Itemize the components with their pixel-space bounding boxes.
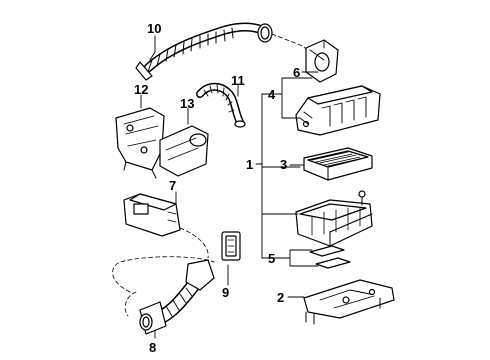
callout-5: 5: [268, 251, 276, 266]
callout-13: 13: [180, 96, 195, 111]
callout-3: 3: [280, 157, 288, 172]
air-filter-part: [303, 147, 373, 181]
air-cleaner-housing-part: [295, 190, 373, 247]
callout-8: 8: [149, 340, 157, 355]
insulator-pads-part: [309, 245, 351, 269]
callout-leaders: [140, 35, 319, 339]
callout-9: 9: [222, 285, 230, 300]
sensor-part: [305, 39, 339, 83]
intake-duct-lower-part: [112, 256, 215, 335]
intake-duct-upper-part: [135, 22, 313, 81]
inlet-duct-part: [123, 193, 209, 259]
callout-12: 12: [134, 82, 149, 97]
callout-2: 2: [277, 290, 285, 305]
air-cleaner-cover-part: [295, 85, 381, 136]
callout-4: 4: [268, 87, 276, 102]
resonator-part: [115, 107, 165, 179]
small-hose-part: [196, 82, 246, 128]
callout-10: 10: [147, 21, 162, 36]
callout-6: 6: [293, 65, 301, 80]
gasket-part: [221, 231, 241, 261]
callout-7: 7: [169, 178, 177, 193]
callout-1: 1: [246, 157, 254, 172]
callout-11: 11: [231, 73, 245, 88]
bracket-part: [303, 279, 395, 325]
adapter-duct-part: [159, 125, 209, 177]
